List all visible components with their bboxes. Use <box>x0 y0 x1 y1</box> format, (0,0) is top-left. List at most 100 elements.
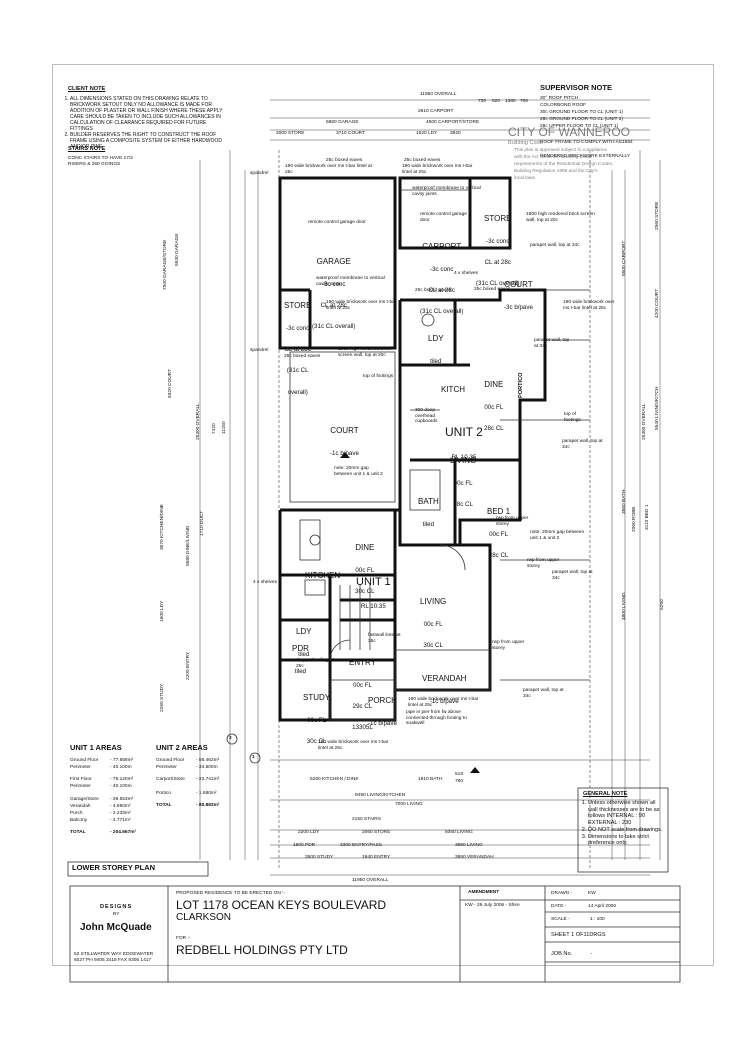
dim-label: 3710 COURT <box>336 131 365 136</box>
room-detail: 00c FL <box>423 620 443 628</box>
unit2-areas-title: UNIT 2 AREAS <box>156 743 208 752</box>
dim-label: 7420 <box>212 423 217 434</box>
stamp-line: local laws. <box>514 176 537 181</box>
area-value: - 77.658m² <box>110 758 134 763</box>
room-detail: 28c CL <box>484 425 504 433</box>
tb-drawn: KW <box>588 891 596 896</box>
area-label: Ground Floor <box>156 758 185 763</box>
room-bed1: BED 1 00c FL 28c CL <box>487 493 510 566</box>
general-note-item: Dimensions to take strict preference onl… <box>588 834 666 847</box>
overall-dim-top: 11950 OVERALL <box>420 92 457 97</box>
note-boxed-eaves: 25c boxed eaves <box>404 158 441 163</box>
dim-label: 3500 STUDY <box>305 855 334 860</box>
tb-job-label: JOB No. <box>551 951 573 957</box>
room-detail: tiled <box>430 357 442 365</box>
area-label: Portico <box>156 791 171 796</box>
room-name: BATH <box>418 497 439 507</box>
note-boxed-eaves: 25c boxed eaves <box>415 288 452 293</box>
note-rwp: rwp from upper storey <box>527 558 560 569</box>
dim-label: 5530 GARAGE <box>175 233 180 266</box>
note-dropped-ceiling: dropped ceiling at 25c <box>296 658 334 669</box>
room-entry: ENTRY 00c FL 29c CL 13305L <box>349 644 376 739</box>
dim-label: 2200 LDY <box>298 830 320 835</box>
dim-label: 2810 CARPORT <box>418 109 454 114</box>
dim-label: 700 <box>520 99 529 104</box>
room-detail: 00c FL <box>353 681 372 689</box>
room-store-garage: STORE -3c conc CL at 28c (31c CL overall… <box>284 287 311 403</box>
note-spandrel: spandrel <box>250 348 269 353</box>
dim-label: 2200 ENTRY <box>186 651 191 680</box>
dim-label: 3560 BATH <box>622 489 627 514</box>
room-detail: 13305L <box>352 724 373 732</box>
note-spandrel: spandrel <box>250 171 269 176</box>
stairs-note-title: STAIRS NOTE <box>68 146 106 152</box>
dim-label: 1380 <box>505 99 516 104</box>
dim-label: 4800 LIVING <box>622 592 627 620</box>
tb-amendment: KW - 29 July 2006 - Shire <box>465 903 520 908</box>
note-remote-door: remote control garage door <box>420 212 467 223</box>
room-detail: 29c CL <box>352 703 373 711</box>
note-parapet: parapet wall, top at 34c <box>530 243 580 248</box>
tb-job: - <box>590 951 592 957</box>
area-value: - 1.680m² <box>196 791 217 796</box>
dim-label: 2000 STORE <box>276 131 305 136</box>
note-lintel: 190 wide brickwork over ms t-bar lintel … <box>563 300 615 311</box>
supervisor-line: 28c UPPER FLOOR TO CL (UNIT 1) <box>540 124 619 129</box>
note-screen-wall: 1800 high rendered brick screen wall, to… <box>338 347 392 358</box>
room-detail: 00c FL <box>484 403 504 411</box>
dim-label: 2560 STORE <box>655 201 660 230</box>
dim-label: 1710 DUCT <box>200 510 205 536</box>
area-total-value: - 204.667m² <box>110 830 137 835</box>
area-label: Ground Floor <box>70 758 99 763</box>
room-detail: (31c CL overall) <box>420 308 464 316</box>
note-gap: note: 20mm gap between unit 1 & unit 2 <box>334 466 383 477</box>
dim-label: 780 <box>455 779 464 784</box>
note-boxed-eaves: 25c boxed eaves <box>326 158 363 163</box>
room-name: LIVING <box>420 597 447 607</box>
stamp-line: requirements of the Residential Design C… <box>514 162 614 167</box>
note-footings: top of footings <box>564 412 581 423</box>
room-detail: CL at 28c <box>428 287 455 295</box>
room-name: COURT <box>330 426 359 436</box>
area-value: - 4.950m² <box>110 804 131 809</box>
note-fastwall: fastwall lintel at 25c <box>368 633 401 644</box>
room-detail: CL at 28c <box>320 302 347 310</box>
area-label: Verandah <box>70 804 91 809</box>
room-living-unit2: LIVING 00c FL 28c CL <box>450 442 476 515</box>
logo-address: 52 STILLWATER WAY EDGEWATER 6027 PH 9405… <box>74 952 154 963</box>
area-value: - 4.771m² <box>110 818 131 823</box>
area-value: - 34.500m <box>196 765 218 770</box>
supervisor-line: COLORBOND ROOF <box>540 103 587 108</box>
drawing-sheet <box>52 64 714 966</box>
note-gap: note: 20mm gap between unit 1 & unit 2 <box>530 530 585 541</box>
room-detail: 30c CL <box>423 642 443 650</box>
note-shelves: 4 x shelves <box>454 271 478 276</box>
room-store-carport: STORE -3c conc CL at 28c (31c CL overall… <box>476 200 519 295</box>
room-detail: -3c conc <box>286 324 310 332</box>
room-dine-unit2: DINE 00c FL 28c CL <box>484 366 504 439</box>
overall-dim-bottom: 11950 OVERALL <box>352 878 389 883</box>
note-lintel: 190 wide brickwork over ms t-bar lintel … <box>318 740 389 751</box>
room-name: CARPORT <box>422 242 462 252</box>
room-detail: 30c CL <box>355 588 375 596</box>
room-court: COURT -1c b/pave <box>330 412 359 464</box>
dim-label: 5540 LIVING/KITCH <box>655 386 660 430</box>
room-laundry-unit2: LDY tiled <box>428 320 444 372</box>
room-name: COURT <box>504 280 533 290</box>
note-parapet: parapet wall, top at 34c <box>523 688 564 699</box>
area-value: - 56.462m² <box>196 758 220 763</box>
room-name: BED 1 <box>487 507 511 517</box>
dim-label: 3110 BED 1 <box>645 504 650 530</box>
dim-label: 3860 VERANDAH <box>455 855 494 860</box>
dim-label: 2060 STORE <box>362 830 391 835</box>
tb-client: REDBELL HOLDINGS PTY LTD <box>176 943 348 957</box>
dim-label: 5580 DINE/LIVING <box>186 525 191 566</box>
room-detail: -1c b/pave <box>368 719 397 727</box>
room-detail: (31c CL <box>286 367 309 375</box>
room-detail: CL at 28c <box>484 259 511 267</box>
dim-label: 518 <box>455 772 464 777</box>
room-carport: CARPORT -3c conc CL at 28c (31c CL overa… <box>420 228 463 323</box>
unit1-label: UNIT 1 RL 10.35 <box>356 562 391 617</box>
dim-label: 730 <box>478 99 487 104</box>
room-detail: overall) <box>287 388 308 396</box>
